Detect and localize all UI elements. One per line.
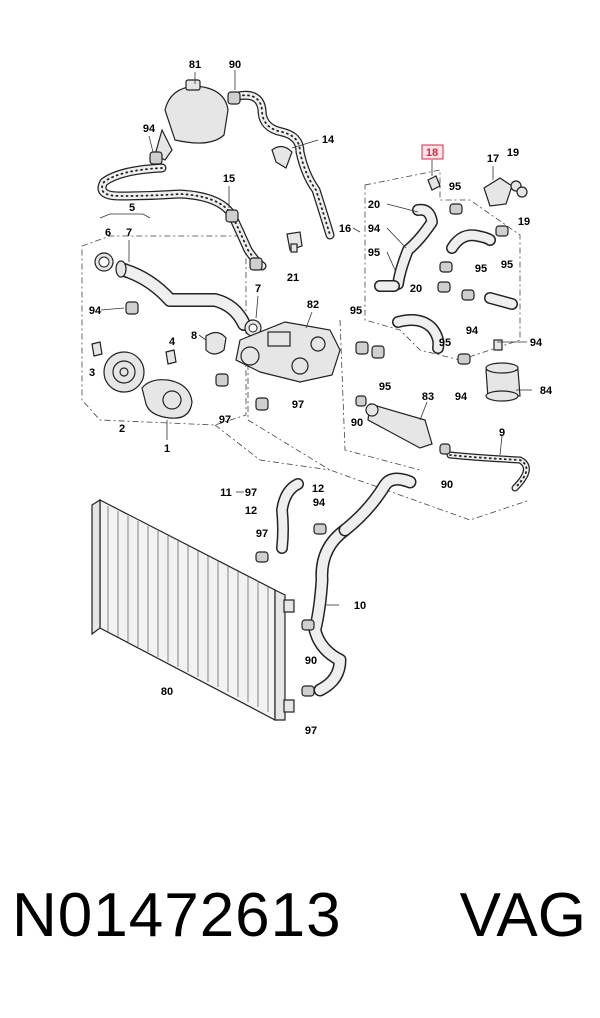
hose-95-right[interactable] [446, 229, 496, 254]
label-94: 94 [455, 391, 468, 403]
label-95: 95 [379, 381, 391, 393]
radiator-80[interactable] [91, 498, 295, 721]
label-95: 95 [368, 247, 380, 259]
expansion-tank[interactable] [150, 79, 229, 166]
bolt-3[interactable] [91, 341, 103, 357]
label-18: 18 [426, 147, 438, 159]
label-7: 7 [126, 227, 132, 239]
hose-9[interactable] [446, 451, 530, 492]
hose-95-mid[interactable] [374, 280, 518, 354]
hose-14[interactable] [233, 90, 335, 240]
label-4: 4 [169, 336, 176, 348]
cooling-system-exploded-diagram: 81 90 94 14 18 17 19 19 15 95 5 6 7 16 2… [81, 59, 553, 737]
label-12: 12 [245, 505, 257, 517]
label-2: 2 [119, 423, 125, 435]
hose-20-upper[interactable] [392, 203, 438, 290]
connector-17[interactable] [483, 177, 528, 207]
pulley-2[interactable] [103, 351, 145, 393]
label-19: 19 [507, 147, 519, 159]
label-94: 94 [89, 305, 102, 317]
water-pump-1[interactable] [141, 379, 193, 419]
label-90: 90 [441, 479, 453, 491]
label-95: 95 [501, 259, 513, 271]
hose-clamps[interactable] [125, 91, 509, 697]
coolant-pipe-7[interactable] [115, 260, 262, 337]
label-1: 1 [164, 443, 170, 455]
part-labels: 81 90 94 14 18 17 19 19 15 95 5 6 7 16 2… [89, 59, 553, 737]
label-12: 12 [312, 483, 324, 495]
label-95: 95 [475, 263, 487, 275]
label-6: 6 [105, 227, 111, 239]
label-90: 90 [351, 417, 363, 429]
label-8: 8 [191, 330, 197, 342]
brand-name: VAG [459, 881, 586, 950]
oil-cooler-84[interactable] [485, 339, 521, 402]
label-80: 80 [161, 686, 173, 698]
radiator-fins [107, 506, 269, 712]
label-18-highlight-box [421, 144, 444, 160]
label-5: 5 [129, 202, 135, 214]
label-7: 7 [255, 283, 261, 295]
label-97: 97 [219, 414, 231, 426]
label-9: 9 [499, 427, 505, 439]
bolt-18[interactable] [427, 175, 441, 191]
label-21: 21 [287, 272, 299, 284]
label-15: 15 [223, 173, 235, 185]
label-94: 94 [368, 223, 381, 235]
label-94: 94 [530, 337, 543, 349]
hose-10[interactable] [308, 472, 417, 697]
label-11: 11 [220, 487, 232, 499]
label-17: 17 [487, 153, 499, 165]
sensor-21[interactable] [286, 231, 303, 253]
label-10: 10 [354, 600, 366, 612]
part-number: N01472613 [12, 881, 342, 950]
label-81: 81 [189, 59, 201, 71]
o-ring-6[interactable] [94, 252, 114, 272]
coolant-pipe-83[interactable] [365, 403, 433, 449]
label-95: 95 [449, 181, 461, 193]
label-95: 95 [439, 337, 451, 349]
label-82: 82 [307, 299, 319, 311]
label-95: 95 [350, 305, 362, 317]
label-20: 20 [368, 199, 380, 211]
gasket-8[interactable] [205, 331, 227, 355]
label-3: 3 [89, 367, 95, 379]
label-94: 94 [466, 325, 479, 337]
label-97: 97 [292, 399, 304, 411]
hose-15[interactable] [97, 163, 267, 271]
footer: N01472613 VAG [0, 880, 600, 990]
hose-12[interactable] [276, 478, 304, 554]
label-90: 90 [229, 59, 241, 71]
label-97: 97 [305, 725, 317, 737]
group-boundaries [81, 169, 531, 521]
label-94: 94 [143, 123, 156, 135]
label-20: 20 [410, 283, 422, 295]
thermostat-housing-82[interactable] [235, 321, 341, 383]
label-97: 97 [245, 487, 257, 499]
label-90: 90 [305, 655, 317, 667]
leader-lines [99, 70, 532, 606]
label-94: 94 [313, 497, 326, 509]
bolt-4[interactable] [165, 349, 177, 365]
label-84: 84 [540, 385, 553, 397]
label-83: 83 [422, 391, 434, 403]
label-97: 97 [256, 528, 268, 540]
label-19: 19 [518, 216, 530, 228]
label-16: 16 [339, 223, 351, 235]
label-14: 14 [322, 134, 335, 146]
